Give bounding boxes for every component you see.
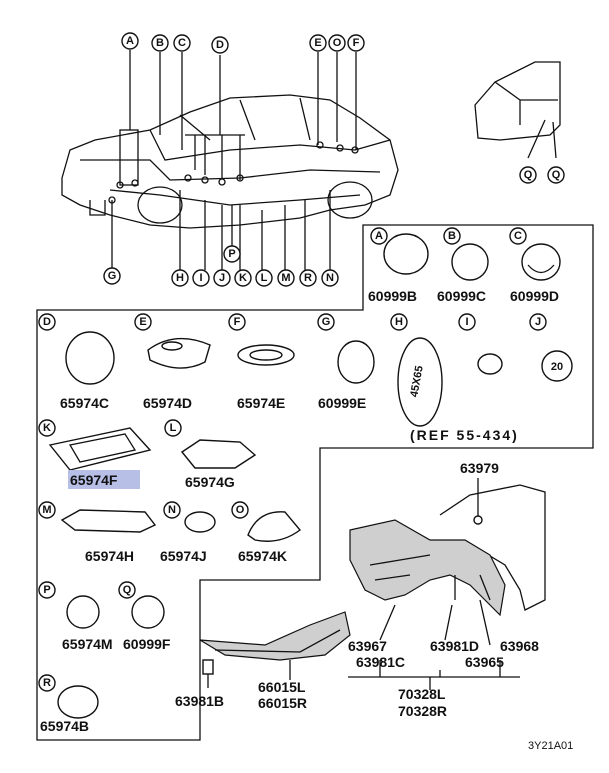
part-65974D: 65974D: [143, 395, 192, 411]
under-cover-illustration: [199, 611, 351, 688]
callout-a-box: A: [375, 230, 383, 242]
part-65974E: 65974E: [237, 395, 285, 411]
callout-j-box: J: [535, 316, 541, 328]
car-leader-lines: [111, 50, 357, 270]
callout-i-box: I: [465, 316, 468, 328]
callout-m: M: [281, 272, 290, 284]
car-body-illustration: [61, 94, 399, 229]
part-60999E: 60999E: [318, 395, 366, 411]
plug-j-size: 20: [551, 361, 563, 373]
part-63965: 63965: [465, 654, 504, 670]
part-60999F: 60999F: [123, 636, 171, 652]
part-63967: 63967: [348, 638, 387, 654]
callout-l: L: [261, 272, 268, 284]
callout-q-2: Q: [552, 169, 561, 181]
callout-q-1: Q: [524, 169, 533, 181]
part-60999B: 60999B: [368, 288, 417, 304]
callout-o-box: O: [236, 504, 245, 516]
callout-f-box: F: [234, 316, 241, 328]
parts-frame: [36, 224, 594, 741]
callout-e-box: E: [139, 316, 146, 328]
callout-b: B: [156, 37, 164, 49]
fender-liner-illustration: [349, 478, 546, 646]
callout-p-box: P: [43, 584, 50, 596]
callout-j: J: [219, 272, 225, 284]
callout-b-box: B: [448, 230, 456, 242]
callout-c: C: [178, 37, 186, 49]
door-illustration: [474, 61, 561, 159]
callout-f: F: [353, 37, 360, 49]
callout-r-box: R: [43, 677, 51, 689]
part-63981B: 63981B: [175, 693, 224, 709]
part-65974K: 65974K: [238, 548, 287, 564]
callout-g-box: G: [322, 316, 331, 328]
diagram-code: 3Y21A01: [528, 740, 573, 752]
part-65974B: 65974B: [40, 718, 89, 734]
callout-o: O: [333, 37, 342, 49]
callout-n: N: [326, 272, 334, 284]
ref-note: (REF 55-434): [410, 427, 519, 443]
part-65974F: 65974F: [70, 472, 118, 488]
callout-h-box: H: [395, 316, 403, 328]
part-66015R: 66015R: [258, 695, 307, 711]
highlight-65974F: [68, 470, 140, 489]
fastener-group-bracket: [348, 660, 520, 690]
part-63981D: 63981D: [430, 638, 479, 654]
part-65974M: 65974M: [62, 636, 113, 652]
callout-g: G: [108, 270, 117, 282]
callout-p: P: [228, 248, 235, 260]
callout-i: I: [199, 272, 202, 284]
part-63981C: 63981C: [356, 654, 405, 670]
part-63968: 63968: [500, 638, 539, 654]
callout-e: E: [314, 37, 321, 49]
callout-h: H: [176, 272, 184, 284]
callout-d: D: [216, 39, 224, 51]
callout-d-box: D: [43, 316, 51, 328]
callout-c-box: C: [514, 230, 522, 242]
part-63979: 63979: [460, 460, 499, 476]
part-70328R: 70328R: [398, 703, 447, 719]
part-60999D: 60999D: [510, 288, 559, 304]
part-65974G: 65974G: [185, 474, 235, 490]
callout-labels: A B C D E O F G H I J K L M R N P Q Q A …: [38, 32, 565, 692]
part-65974H: 65974H: [85, 548, 134, 564]
plug-h-size: 45X65: [408, 365, 425, 398]
callout-k-box: K: [43, 422, 51, 434]
callout-q-box: Q: [123, 584, 132, 596]
part-66015L: 66015L: [258, 679, 306, 695]
part-numbers: 60999B 60999C 60999D 65974C 65974D 65974…: [40, 288, 559, 734]
callout-l-box: L: [170, 422, 177, 434]
callout-r: R: [304, 272, 312, 284]
part-60999C: 60999C: [437, 288, 486, 304]
callout-m-box: M: [42, 504, 51, 516]
callout-n-box: N: [168, 504, 176, 516]
part-65974J: 65974J: [160, 548, 207, 564]
callout-a: A: [126, 35, 134, 47]
part-65974C: 65974C: [60, 395, 109, 411]
callout-k: K: [239, 272, 247, 284]
part-70328L: 70328L: [398, 686, 446, 702]
